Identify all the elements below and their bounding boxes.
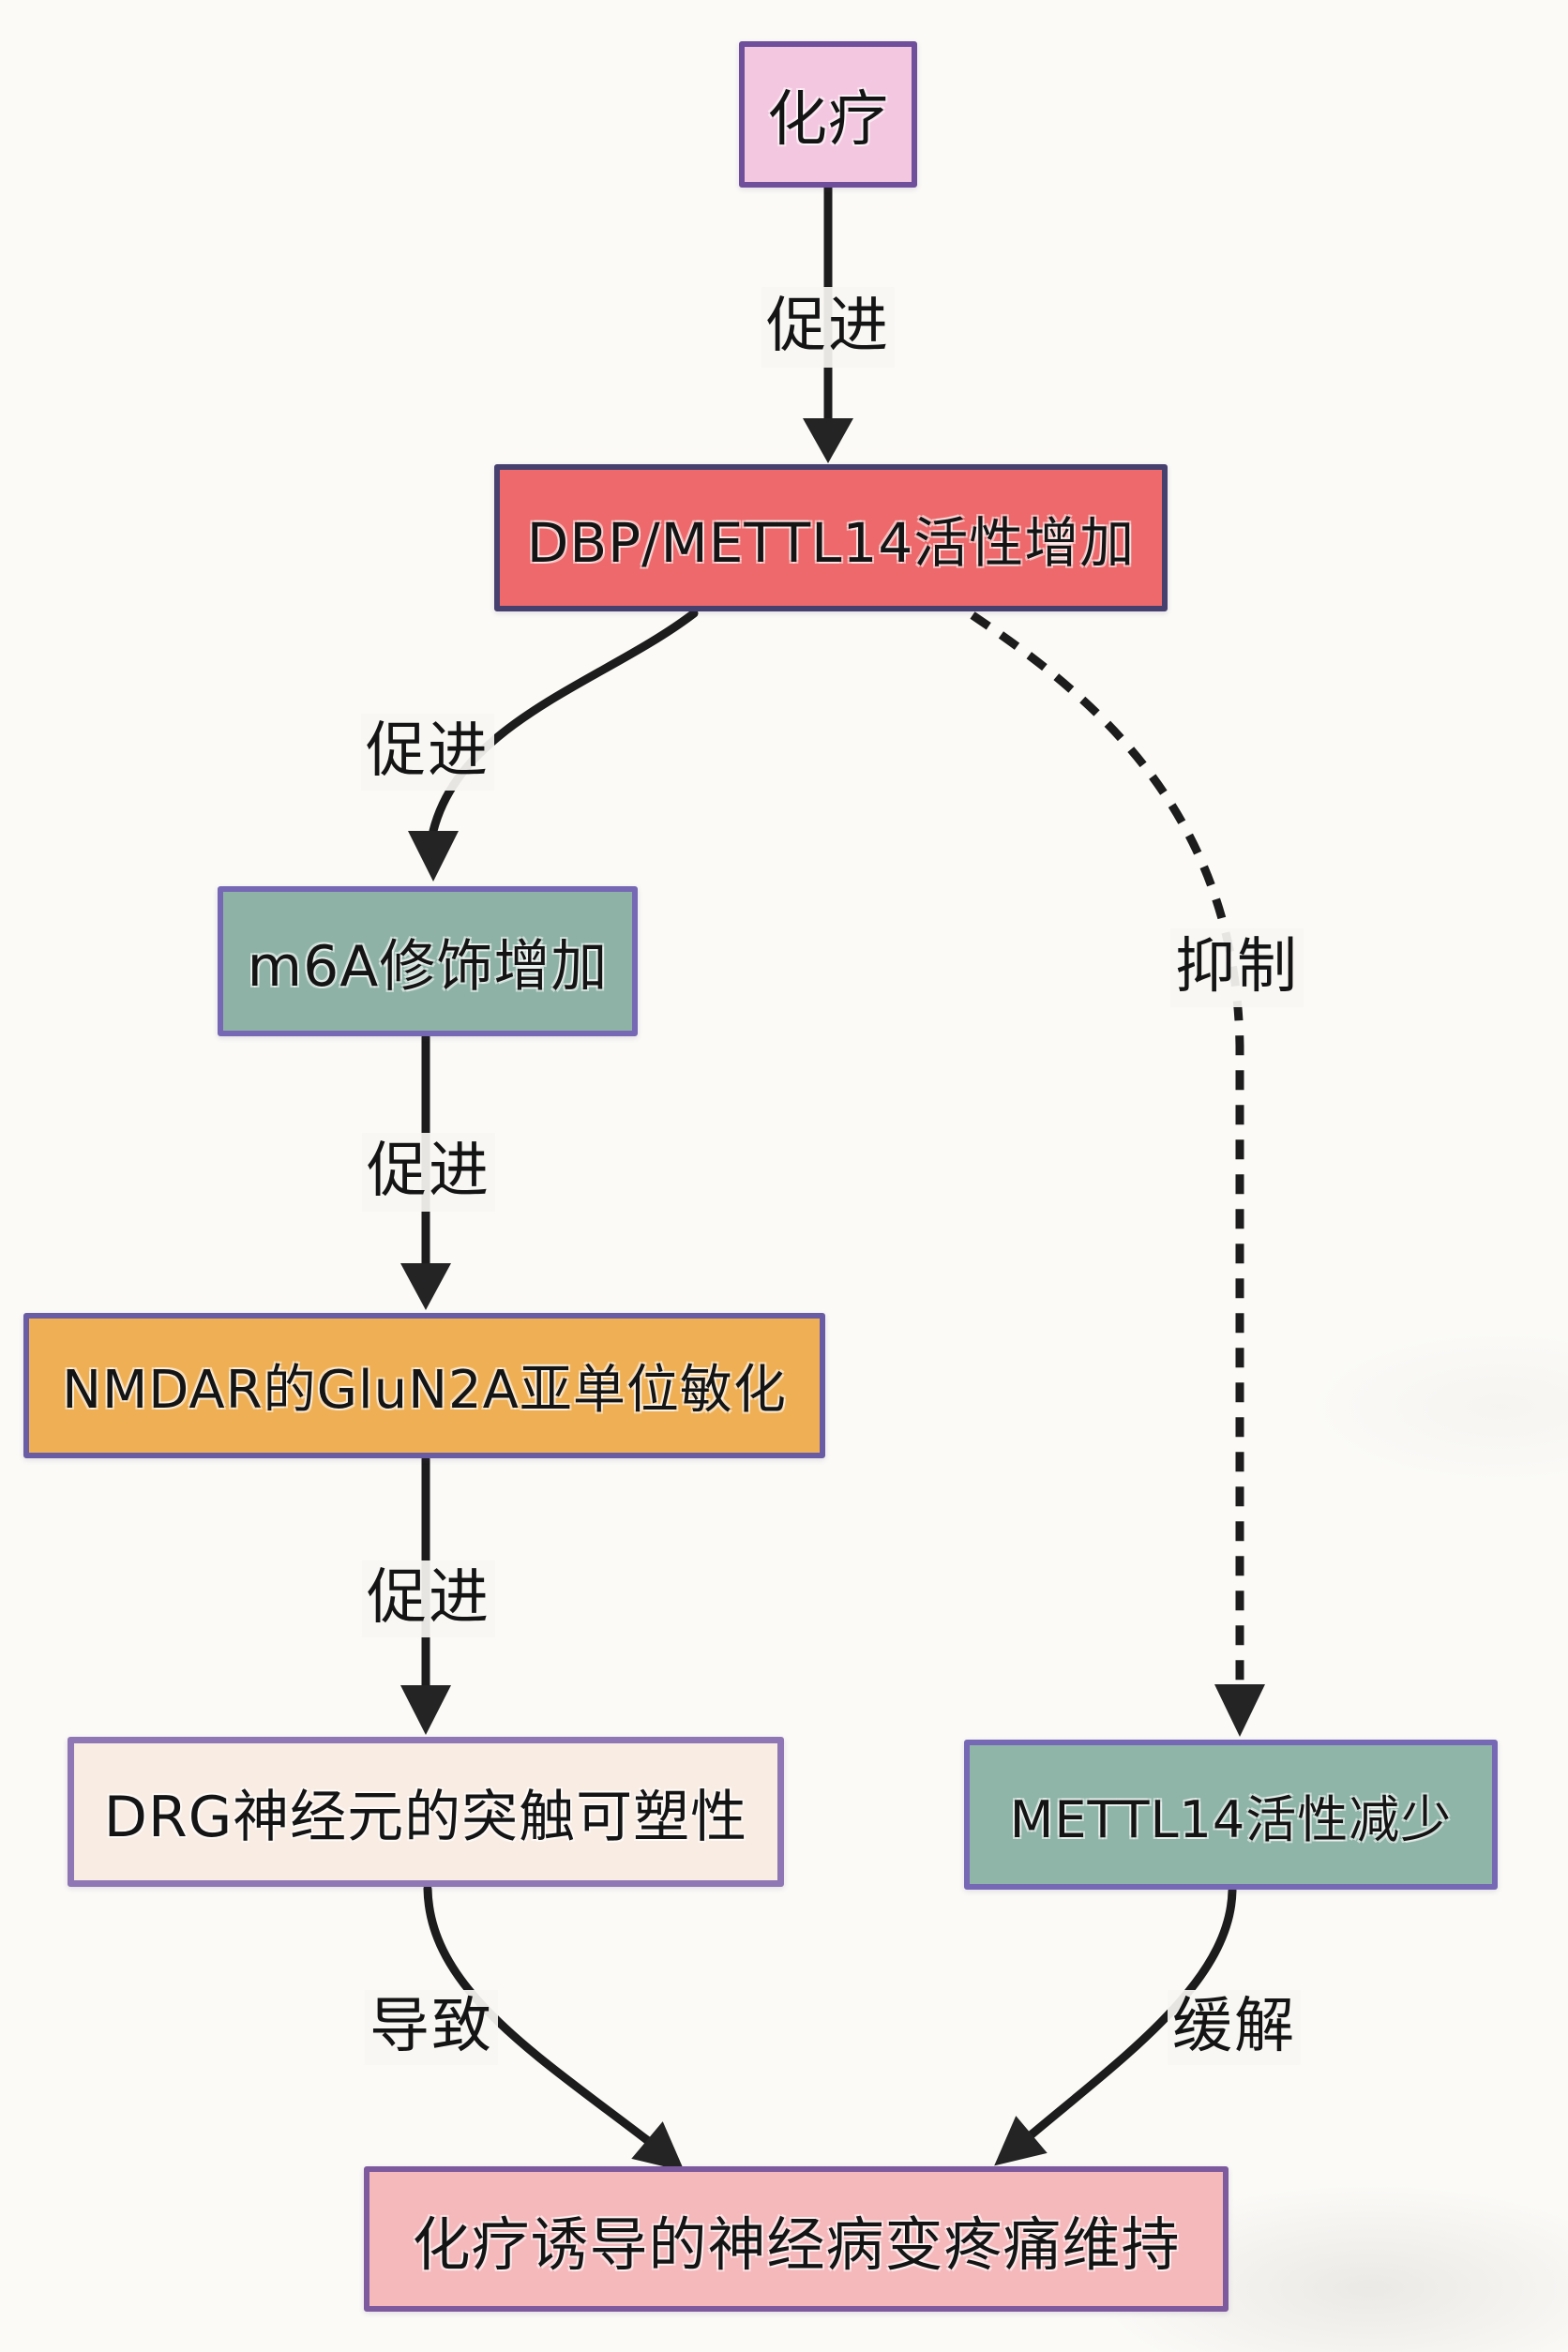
edge-mettl14-to-pain	[1027, 1886, 1237, 2139]
node-chemotherapy: 化疗	[739, 41, 917, 188]
arrowhead-chemo-to-dbp	[803, 418, 853, 463]
node-mettl14-activity-decrease: METTL14活性减少	[964, 1740, 1498, 1890]
node-nmdar-glun2a-sensitization-label: NMDAR的GluN2A亚单位敏化	[62, 1360, 787, 1421]
edge-dbp-to-mettl14-dashed	[970, 611, 1244, 1686]
node-dbp-mettl14-activity-increase-label: DBP/METTL14活性增加	[526, 510, 1136, 575]
node-neuropathic-pain-maintenance-label: 化疗诱导的神经病变疼痛维持	[412, 2209, 1181, 2279]
arrowhead-nmdar-to-drg	[400, 1685, 451, 1735]
node-neuropathic-pain-maintenance: 化疗诱导的神经病变疼痛维持	[364, 2166, 1229, 2312]
arrowhead-m6a-to-nmdar	[400, 1263, 451, 1310]
edge-label-relieve: 缓解	[1168, 1990, 1301, 2065]
node-dbp-mettl14-activity-increase: DBP/METTL14活性增加	[494, 464, 1168, 611]
edge-label-cause: 导致	[365, 1990, 498, 2065]
node-m6a-modification-increase-label: m6A修饰增加	[247, 933, 609, 1000]
node-m6a-modification-increase: m6A修饰增加	[218, 886, 638, 1036]
node-nmdar-glun2a-sensitization: NMDAR的GluN2A亚单位敏化	[23, 1313, 825, 1458]
node-drg-synaptic-plasticity: DRG神经元的突触可塑性	[68, 1737, 784, 1887]
arrowhead-mettl14-to-pain	[994, 2116, 1048, 2166]
node-drg-synaptic-plasticity-label: DRG神经元的突触可塑性	[103, 1784, 748, 1850]
arrowhead-dbp-to-mettl14	[1214, 1684, 1265, 1737]
arrowhead-drg-to-pain	[631, 2121, 685, 2172]
edge-label-promote-2: 促进	[361, 714, 494, 791]
edge-label-promote-3: 促进	[362, 1133, 495, 1212]
node-mettl14-activity-decrease-label: METTL14活性减少	[1009, 1789, 1453, 1849]
node-chemotherapy-label: 化疗	[767, 85, 889, 155]
edge-label-inhibit: 抑制	[1170, 928, 1304, 1007]
edge-label-promote-1: 促进	[761, 287, 895, 368]
arrowhead-dbp-to-m6a	[408, 831, 459, 882]
edge-label-promote-4: 促进	[362, 1560, 495, 1637]
